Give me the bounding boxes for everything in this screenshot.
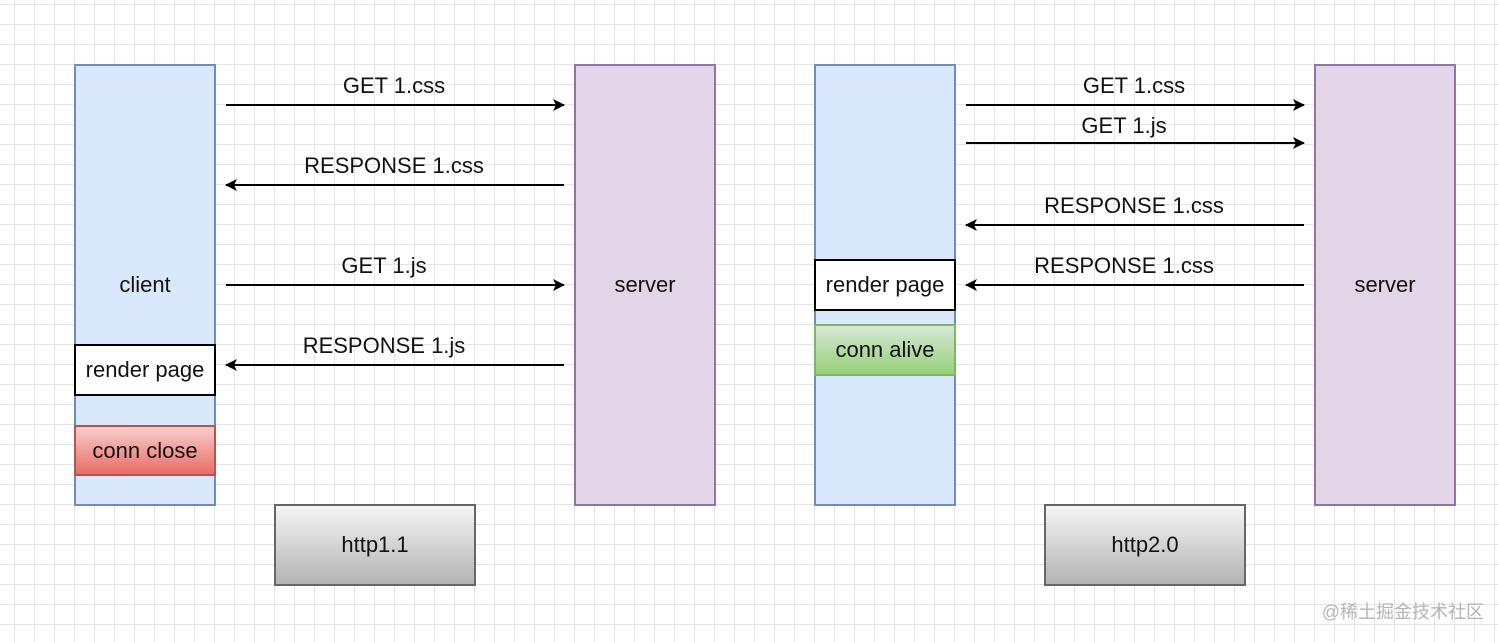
http2-server-label: server [1354,272,1416,297]
http1-server-lifeline: server [574,64,716,506]
http1-protocol-label: http1.1 [341,532,409,557]
http1-client-label: client [119,272,171,297]
http1-message-label: GET 1.js [341,253,427,278]
http1-message-label: RESPONSE 1.js [302,333,466,358]
http2-conn-alive-label: conn alive [835,337,935,362]
http2-conn-alive-box: conn alive [814,324,956,376]
http1-message-label: GET 1.css [342,73,446,98]
http2-message-label: GET 1.js [1081,113,1167,138]
http2-protocol-label-box: http2.0 [1044,504,1246,586]
http1-conn-close-label: conn close [92,437,198,463]
http2-render-page-label: render page [825,272,945,297]
http1-protocol-label-box: http1.1 [274,504,476,586]
http2-message-label: GET 1.css [1082,73,1186,98]
http1-message-label: RESPONSE 1.css [304,153,484,178]
http1-conn-close-box: conn close [74,425,216,476]
http1-render-page-label: render page [85,357,205,382]
http2-protocol-label: http2.0 [1111,532,1179,557]
watermark-text: @稀土掘金技术社区 [1321,602,1484,622]
http2-server-lifeline: server [1314,64,1456,506]
http1-server-label: server [614,272,676,297]
http2-message-label: RESPONSE 1.css [1034,253,1214,278]
http2-render-page-box: render page [814,259,956,311]
http1-render-page-box: render page [74,344,216,396]
http2-message-label: RESPONSE 1.css [1044,193,1224,218]
